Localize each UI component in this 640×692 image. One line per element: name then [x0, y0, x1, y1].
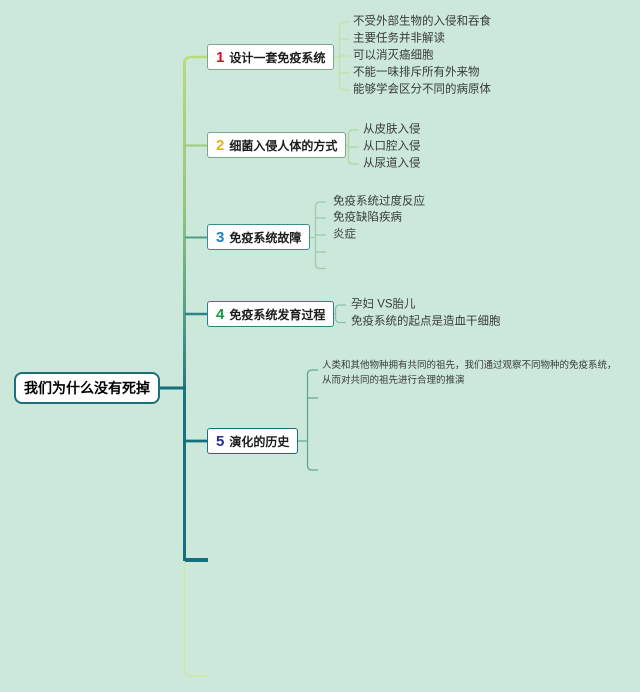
trunk-tail	[183, 562, 207, 677]
leaf-item[interactable]: 免疫系统的起点是造血干细胞	[351, 315, 501, 328]
leaf-item[interactable]: 不能一味排斥所有外来物	[353, 66, 480, 79]
leaf-item[interactable]: 孕妇 VS胎儿	[351, 298, 416, 311]
root-node[interactable]: 我们为什么没有死掉	[14, 372, 160, 404]
branch-label: 设计一套免疫系统	[229, 50, 326, 65]
branch-label: 免疫系统发育过程	[229, 307, 326, 322]
branch-node-2[interactable]: 2 细菌入侵人体的方式	[207, 132, 347, 158]
branch-5-bracket	[275, 369, 318, 471]
leaf-item[interactable]: 能够学会区分不同的病原体	[353, 83, 491, 96]
leaf-item[interactable]: 从口腔入侵	[363, 140, 421, 153]
leaf-item[interactable]: 不受外部生物的入侵和吞食	[353, 15, 491, 28]
leaf-item[interactable]: 免疫缺陷疾病	[333, 211, 402, 224]
branch-label: 演化的历史	[229, 434, 290, 449]
branch-1-connector	[183, 55, 209, 65]
branch-node-5[interactable]: 5 演化的历史	[207, 428, 299, 454]
leaf-item[interactable]: 从皮肤入侵	[363, 123, 421, 136]
branch-number: 4	[216, 305, 225, 323]
branch-label: 免疫系统故障	[229, 230, 302, 245]
branch-number: 5	[216, 432, 225, 450]
branch-node-4[interactable]: 4 免疫系统发育过程	[207, 301, 335, 327]
branch-label: 细菌入侵人体的方式	[229, 138, 338, 153]
branch-node-1[interactable]: 1 设计一套免疫系统	[207, 44, 335, 70]
leaf-item[interactable]: 免疫系统过度反应	[333, 195, 425, 208]
branch-number: 2	[216, 136, 225, 154]
branch-number: 3	[216, 228, 225, 246]
leaf-item[interactable]: 人类和其他物种拥有共同的祖先，我们通过观察不同物种的免疫系统，从而对共同的祖先进…	[322, 360, 617, 386]
leaf-item[interactable]: 炎症	[333, 228, 356, 241]
root-label: 我们为什么没有死掉	[24, 380, 150, 396]
leaf-item[interactable]: 从尿道入侵	[363, 157, 421, 170]
leaf-item[interactable]: 可以消灭癌细胞	[353, 49, 434, 62]
branch-number: 1	[216, 48, 225, 66]
branch-node-3[interactable]: 3 免疫系统故障	[207, 224, 311, 250]
leaf-item[interactable]: 主要任务并非解读	[353, 32, 445, 45]
